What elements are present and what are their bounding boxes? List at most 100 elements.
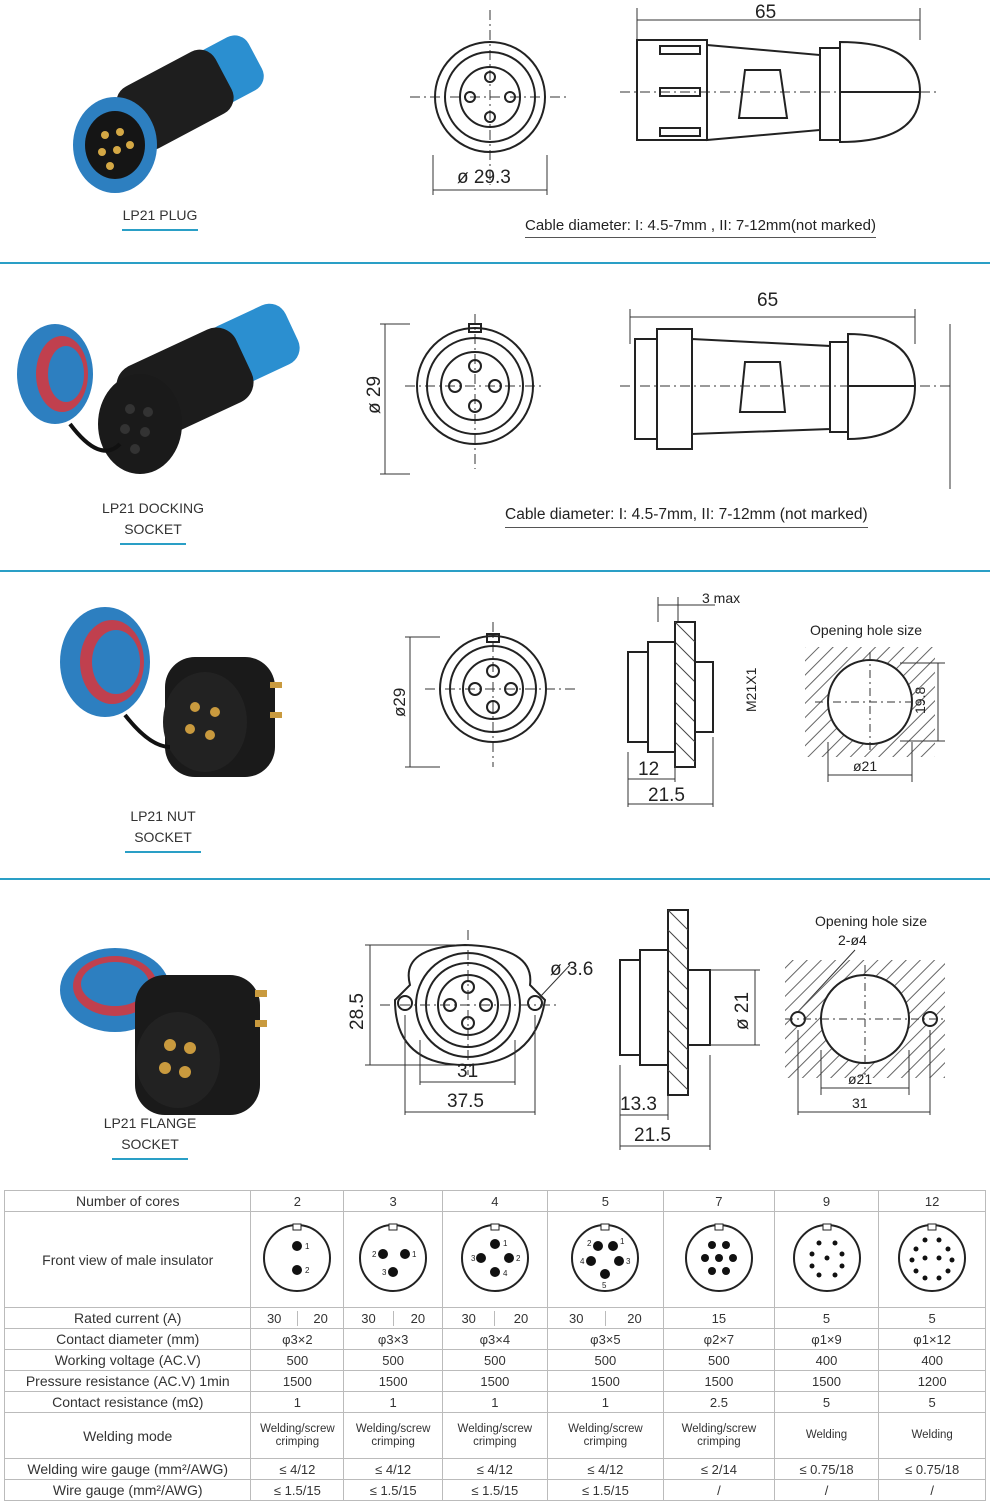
flange-side-drawing: ø 21 13.3 21.5 — [619, 909, 760, 1150]
docking-dim-diameter: ø 29 — [364, 376, 385, 414]
cell-welding-wire: ≤ 0.75/18 — [878, 1458, 986, 1480]
flange-dim-37-5: 37.5 — [447, 1091, 484, 1112]
cell-welding-wire: ≤ 4/12 — [343, 1458, 444, 1480]
cell-welding-wire: ≤ 4/12 — [250, 1458, 345, 1480]
flange-hole-holes: 2-ø4 — [838, 932, 867, 948]
cell-contact-diameter: φ3×5 — [546, 1328, 665, 1350]
insulator-12-pin — [878, 1211, 986, 1308]
cell-wire-gauge: ≤ 1.5/15 — [442, 1479, 548, 1501]
plug-dim-diameter: ø 29.3 — [457, 167, 511, 188]
cell-cores: 3 — [343, 1190, 444, 1212]
cell-cores: 12 — [878, 1190, 986, 1212]
label-cores: Number of cores — [3, 1190, 252, 1212]
cell-resistance: 1 — [250, 1391, 345, 1413]
row-wire-gauge: Wire gauge (mm²/AWG) ≤ 1.5/15 ≤ 1.5/15 ≤… — [3, 1479, 986, 1501]
nut-side-drawing: 3 max M21X1 12 21.5 — [627, 590, 759, 807]
row-working-voltage: Working voltage (AC.V) 500 500 500 500 5… — [3, 1349, 986, 1371]
label-pressure: Pressure resistance (AC.V) 1min — [3, 1370, 252, 1392]
cell-voltage: 500 — [442, 1349, 548, 1371]
row-welding-mode: Welding mode Welding/screw crimping Weld… — [3, 1412, 986, 1459]
row-cores: Number of cores 2 3 4 5 7 9 12 — [3, 1190, 986, 1212]
flange-dim-3-6: ø 3.6 — [550, 959, 593, 980]
cell-welding: Welding/screw crimping — [250, 1412, 345, 1459]
row-contact-resistance: Contact resistance (mΩ) 1 1 1 1 2.5 5 5 — [3, 1391, 986, 1413]
cell-contact-diameter: φ2×7 — [663, 1328, 775, 1350]
svg-text:1: 1 — [503, 1239, 508, 1248]
cell-wire-gauge: / — [663, 1479, 775, 1501]
cell-welding: Welding/screw crimping — [442, 1412, 548, 1459]
cell-pressure: 1500 — [773, 1370, 880, 1392]
cell-welding-wire: ≤ 2/14 — [663, 1458, 775, 1480]
spec-table: Number of cores 2 3 4 5 7 9 12 Front vie… — [3, 1190, 986, 1501]
cell-resistance: 5 — [878, 1391, 986, 1413]
cell-wire-gauge: / — [878, 1479, 986, 1501]
docking-socket-photo — [17, 303, 300, 474]
insulator-9-pin-icon — [792, 1223, 861, 1292]
cell-welding: Welding/screw crimping — [546, 1412, 665, 1459]
cell-current: 15 — [663, 1307, 775, 1329]
svg-text:4: 4 — [580, 1257, 585, 1266]
cell-resistance: 1 — [442, 1391, 548, 1413]
insulator-7-pin-icon — [684, 1223, 753, 1292]
cell-cores: 7 — [663, 1190, 775, 1212]
nut-socket-photo — [60, 607, 282, 777]
cell-voltage: 500 — [250, 1349, 345, 1371]
flange-hole-width: 31 — [852, 1095, 868, 1111]
flange-front-drawing: 28.5 ø 3.6 31 37.5 — [347, 930, 593, 1115]
svg-text:2: 2 — [587, 1239, 592, 1248]
row-pressure: Pressure resistance (AC.V) 1min 1500 150… — [3, 1370, 986, 1392]
flange-dim-13-3: 13.3 — [620, 1094, 657, 1115]
insulator-12-pin-icon — [898, 1223, 967, 1292]
cell-voltage: 500 — [546, 1349, 665, 1371]
svg-text:1: 1 — [305, 1242, 310, 1251]
plug-photo — [73, 35, 264, 193]
docking-cable-note: Cable diameter: I: 4.5-7mm, II: 7-12mm (… — [505, 506, 868, 528]
cell-cores: 4 — [442, 1190, 548, 1212]
cell-welding-wire: ≤ 4/12 — [546, 1458, 665, 1480]
nut-hole-title: Opening hole size — [810, 622, 923, 638]
cell-welding: Welding — [878, 1412, 986, 1459]
section-plug: LP21 PLUG ø 29.3 65 Cable diameter: I: 4… — [0, 0, 990, 262]
label-wire-gauge: Wire gauge (mm²/AWG) — [3, 1479, 252, 1501]
cell-wire-gauge: ≤ 1.5/15 — [546, 1479, 665, 1501]
svg-text:5: 5 — [602, 1281, 607, 1290]
label-welding-wire: Welding wire gauge (mm²/AWG) — [3, 1458, 252, 1480]
cell-cores: 2 — [250, 1190, 345, 1212]
cell-wire-gauge: ≤ 1.5/15 — [250, 1479, 345, 1501]
nut-hole-dia: ø21 — [853, 758, 877, 774]
cell-voltage: 500 — [663, 1349, 775, 1371]
cell-welding-wire: ≤ 4/12 — [442, 1458, 548, 1480]
cell-welding-wire: ≤ 0.75/18 — [773, 1458, 880, 1480]
flange-hole-drawing: 2-ø4 ø21 31 — [785, 932, 945, 1115]
cell-contact-diameter: φ1×9 — [773, 1328, 880, 1350]
flange-hole-title: Opening hole size — [815, 913, 928, 929]
cell-welding: Welding — [773, 1412, 880, 1459]
caption-plug: LP21 PLUG — [100, 205, 220, 231]
svg-text:2: 2 — [516, 1254, 521, 1263]
label-working-voltage: Working voltage (AC.V) — [3, 1349, 252, 1371]
plug-dim-length: 65 — [755, 2, 776, 23]
cell-voltage: 400 — [878, 1349, 986, 1371]
docking-front-drawing: ø 29 — [364, 314, 545, 475]
cell-pressure: 1500 — [442, 1370, 548, 1392]
insulator-7-pin — [663, 1211, 775, 1308]
cell-pressure: 1500 — [343, 1370, 444, 1392]
cell-resistance: 1 — [343, 1391, 444, 1413]
row-contact-diameter: Contact diameter (mm) φ3×2 φ3×3 φ3×4 φ3×… — [3, 1328, 986, 1350]
nut-dim-thread: M21X1 — [743, 667, 759, 712]
nut-dim-12: 12 — [638, 759, 659, 780]
cell-contact-diameter: φ3×2 — [250, 1328, 345, 1350]
cell-contact-diameter: φ3×4 — [442, 1328, 548, 1350]
plug-front-drawing: ø 29.3 — [410, 10, 570, 195]
cell-contact-diameter: φ1×12 — [878, 1328, 986, 1350]
